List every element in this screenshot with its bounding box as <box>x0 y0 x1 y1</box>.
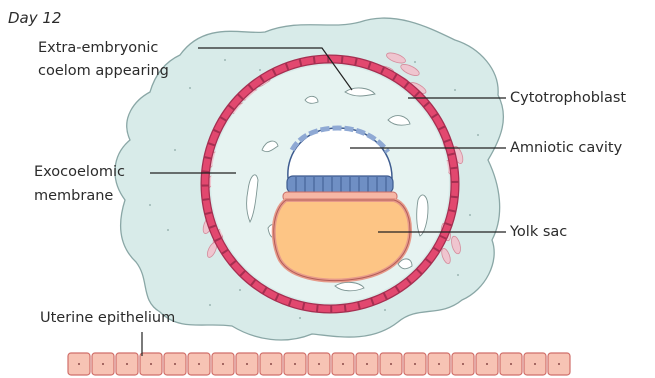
day-label: Day 12 <box>8 8 61 28</box>
label-extra-embryonic-line2: coelom appearing <box>38 61 169 81</box>
label-exocoelomic-line2: membrane <box>34 186 113 206</box>
label-uterine-epithelium: Uterine epithelium <box>40 308 175 328</box>
label-exocoelomic-line1: Exocoelomic <box>34 162 125 182</box>
yolk-sac <box>274 200 410 281</box>
uterine-epithelium-nuclei <box>78 363 560 365</box>
label-cytotrophoblast: Cytotrophoblast <box>510 88 626 108</box>
label-amniotic-cavity: Amniotic cavity <box>510 138 622 158</box>
label-yolk-sac: Yolk sac <box>510 222 567 242</box>
label-extra-embryonic-line1: Extra-embryonic <box>38 38 158 58</box>
